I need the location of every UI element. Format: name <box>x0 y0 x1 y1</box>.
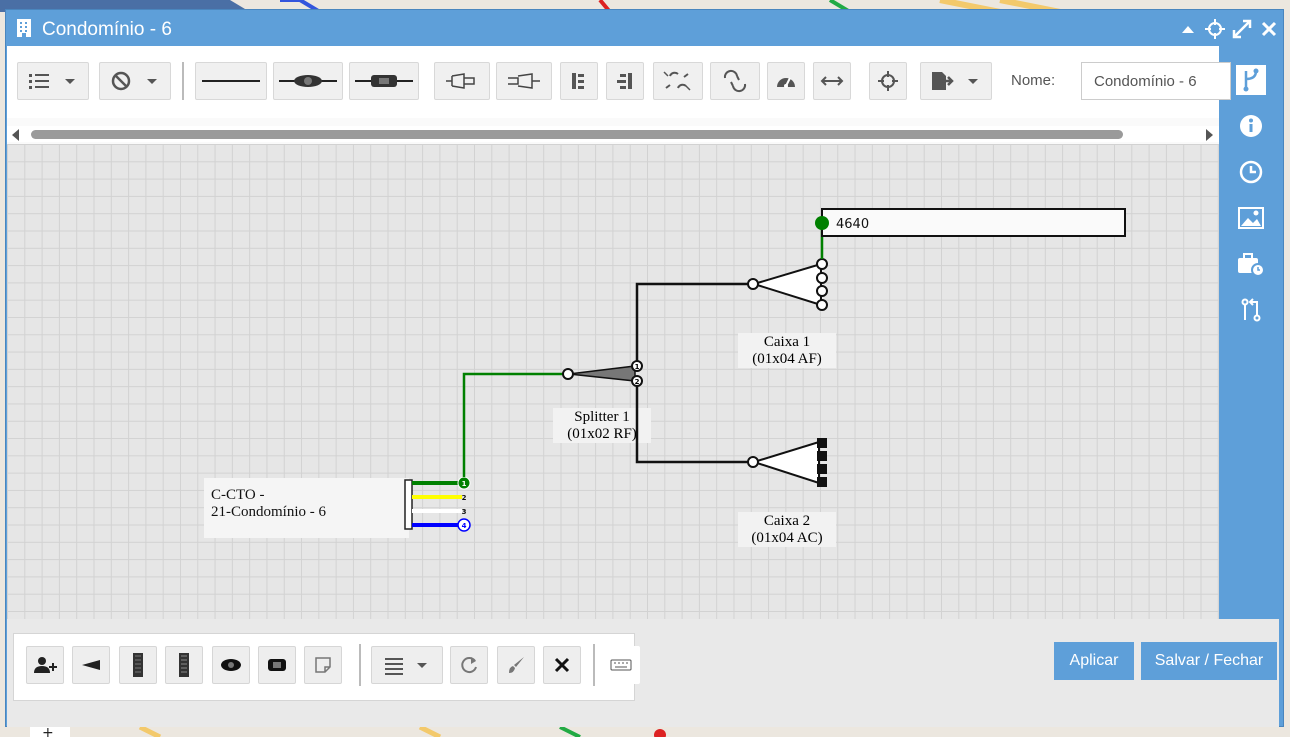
move-icon[interactable] <box>1204 18 1226 40</box>
round-connector-button[interactable] <box>273 62 343 100</box>
caixa-2[interactable] <box>747 438 827 487</box>
line-tool-button[interactable] <box>195 62 267 100</box>
dialog-footer: Aplicar Salvar / Fechar <box>7 619 1279 727</box>
dialog-titlebar: Condomínio - 6 <box>6 10 1283 48</box>
bottom-separator <box>359 644 361 686</box>
toolbar-separator <box>182 62 184 100</box>
connection-splitter-caixa1[interactable] <box>635 282 752 361</box>
splitter-port-1: 1 <box>635 363 640 371</box>
align-dropdown-button[interactable] <box>371 646 443 684</box>
export-dropdown-button[interactable] <box>920 62 992 100</box>
clock-icon[interactable] <box>1236 157 1266 187</box>
fiber-number-2: 2 <box>462 494 467 502</box>
block-dropdown-button[interactable] <box>99 62 171 100</box>
connection-fiber1-splitter[interactable] <box>462 372 567 477</box>
svg-text:+: + <box>42 725 54 737</box>
right-sidebar <box>1221 46 1281 656</box>
connection-splitter-caixa2[interactable] <box>635 386 752 464</box>
note-button[interactable] <box>304 646 342 684</box>
save-close-button[interactable]: Salvar / Fechar <box>1141 642 1277 680</box>
caixa-1[interactable] <box>747 258 828 311</box>
add-user-button[interactable] <box>26 646 64 684</box>
close-button[interactable] <box>1258 18 1280 40</box>
list-dropdown-button[interactable] <box>17 62 89 100</box>
cable-label-line2: 21-Condomínio - 6 <box>211 504 326 520</box>
crosshair-icon[interactable] <box>869 62 907 100</box>
cable-label-box <box>204 478 409 538</box>
cable-endpoint[interactable] <box>404 479 413 530</box>
caixa2-type: (01x04 AC) <box>751 530 822 546</box>
git-compare-icon[interactable] <box>1236 295 1266 325</box>
fiber-diagram: C-CTO - 21-Condomínio - 6 1 2 3 4 <box>204 208 1126 547</box>
fiber-out-button[interactable] <box>496 62 552 100</box>
split-left-button[interactable] <box>606 62 644 100</box>
apply-button[interactable]: Aplicar <box>1054 642 1134 680</box>
splitter-1[interactable]: 1 2 <box>562 360 643 387</box>
caixa1-type: (01x04 AF) <box>752 351 822 367</box>
caixa2-name: Caixa 2 <box>764 513 810 529</box>
refresh-button[interactable] <box>450 646 488 684</box>
collapse-button[interactable] <box>1177 18 1199 40</box>
image-icon[interactable] <box>1236 203 1266 233</box>
scrollbar-thumb[interactable] <box>31 130 1123 139</box>
building-icon <box>16 18 32 43</box>
info-icon[interactable] <box>1236 111 1266 141</box>
maximize-button[interactable] <box>1231 18 1253 40</box>
nome-label: Nome: <box>1011 72 1056 89</box>
client-connector[interactable] <box>815 216 829 230</box>
delete-button[interactable] <box>543 646 581 684</box>
cable-vertical-alt-button[interactable] <box>165 646 203 684</box>
resize-horizontal-icon[interactable] <box>813 62 851 100</box>
relink-button[interactable] <box>710 62 760 100</box>
unlink-button[interactable] <box>653 62 703 100</box>
fiber-number-3: 3 <box>462 508 467 516</box>
bottom-separator-2 <box>593 644 595 686</box>
fiber-in-button[interactable] <box>434 62 490 100</box>
splitter-name: Splitter 1 <box>574 409 629 425</box>
cable-label-line1: C-CTO - <box>211 487 264 503</box>
fiber-number-1: 1 <box>462 480 467 488</box>
caixa2-label-box <box>738 512 836 547</box>
fiber-number-4: 4 <box>462 522 467 530</box>
cable-fibers: 1 2 3 4 <box>412 476 471 532</box>
scroll-right-icon[interactable] <box>1204 129 1214 141</box>
scroll-left-icon[interactable] <box>11 129 21 141</box>
fiber-branch-icon[interactable] <box>1236 65 1266 95</box>
nome-input[interactable] <box>1081 62 1231 100</box>
horizontal-scrollbar[interactable] <box>7 126 1219 142</box>
splitter-tool-button[interactable] <box>72 646 110 684</box>
toolbox-clock-icon[interactable] <box>1236 249 1266 279</box>
round-connector-tool-button[interactable] <box>212 646 250 684</box>
client-value: 4640 <box>836 217 869 232</box>
caixa1-name: Caixa 1 <box>764 334 810 350</box>
split-right-button[interactable] <box>560 62 598 100</box>
caixa1-label-box <box>738 333 836 368</box>
splitter-type: (01x02 RF) <box>567 426 637 442</box>
dialog-content: Nome: C-CTO - 21-Condomínio - 6 <box>7 46 1231 727</box>
diagram-dialog: Condomínio - 6 <box>5 9 1284 727</box>
rect-connector-tool-button[interactable] <box>258 646 296 684</box>
cable-vertical-button[interactable] <box>119 646 157 684</box>
brush-button[interactable] <box>497 646 535 684</box>
diagram-canvas[interactable]: C-CTO - 21-Condomínio - 6 1 2 3 4 <box>7 144 1219 654</box>
gauge-icon[interactable] <box>767 62 805 100</box>
rect-connector-button[interactable] <box>349 62 419 100</box>
keyboard-button[interactable] <box>602 646 640 684</box>
dialog-title: Condomínio - 6 <box>42 19 172 40</box>
splitter-port-2: 2 <box>635 378 640 386</box>
splitter-label-box <box>553 408 651 443</box>
top-toolbar: Nome: <box>7 46 1231 118</box>
bottom-toolbar <box>13 633 640 701</box>
